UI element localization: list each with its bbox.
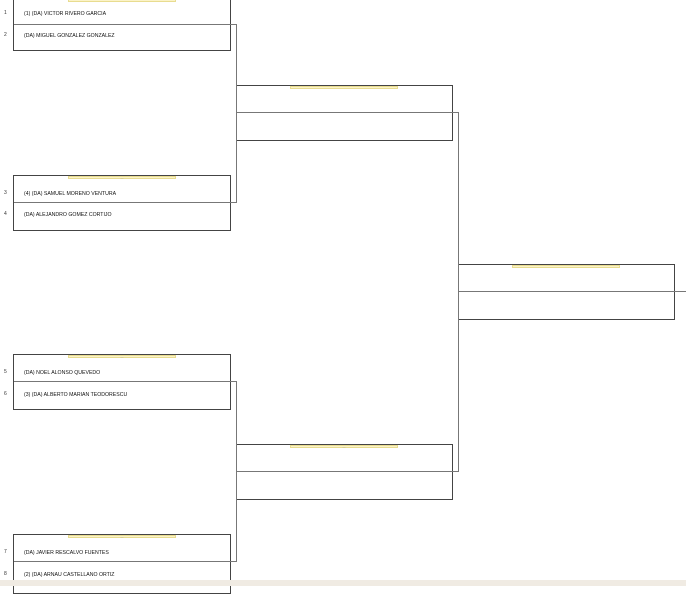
match-r1-1[interactable] <box>13 0 231 51</box>
player-name[interactable]: (2) (DA) ARNAU CASTELLANO ORTIZ <box>24 572 115 578</box>
connector-line <box>459 291 686 292</box>
match-r1-2[interactable] <box>13 175 231 231</box>
player-name[interactable]: (4) (DA) SAMUEL MORENO VENTURA <box>24 191 117 197</box>
player-name[interactable]: (1) (DA) VICTOR RIVERO GARCIA <box>24 11 107 17</box>
connector-line <box>14 381 237 382</box>
match-r1-3[interactable] <box>13 354 231 410</box>
seed-number: 3 <box>4 190 7 196</box>
seed-number: 4 <box>4 211 7 217</box>
horizontal-scrollbar[interactable] <box>0 580 686 586</box>
connector-line <box>14 24 237 25</box>
connector-line <box>236 381 237 562</box>
seed-number: 1 <box>4 10 7 16</box>
match-score-label: — <box>290 445 398 449</box>
match-r2-1[interactable] <box>236 85 453 141</box>
player-name[interactable]: (DA) ALEJANDRO GOMEZ CORTIJO <box>24 212 112 218</box>
connector-line <box>237 471 459 472</box>
match-score-label <box>68 0 176 2</box>
connector-line <box>458 112 459 471</box>
seed-number: 6 <box>4 391 7 397</box>
match-r2-2[interactable] <box>236 444 453 500</box>
seed-number: 7 <box>4 549 7 555</box>
player-name[interactable]: (3) (DA) ALBERTO MARIAN TEODORESCU <box>24 392 128 398</box>
match-score-label <box>512 265 620 268</box>
connector-line <box>237 112 459 113</box>
seed-number: 2 <box>4 32 7 38</box>
match-score-label <box>290 86 398 89</box>
seed-number: 8 <box>4 571 7 577</box>
player-name[interactable]: (DA) NOEL ALONSO QUEVEDO <box>24 370 101 376</box>
match-score-label: — <box>68 535 176 539</box>
seed-number: 5 <box>4 369 7 375</box>
connector-line <box>236 24 237 203</box>
match-final[interactable] <box>458 264 675 320</box>
match-score-label: — <box>68 176 176 180</box>
player-name[interactable]: (DA) MIGUEL GONZALEZ GONZALEZ <box>24 33 115 39</box>
player-name[interactable]: (DA) JAVIER RESCALVO FUENTES <box>24 550 109 556</box>
connector-line <box>14 561 237 562</box>
match-score-label: — <box>68 355 176 359</box>
connector-line <box>14 202 237 203</box>
